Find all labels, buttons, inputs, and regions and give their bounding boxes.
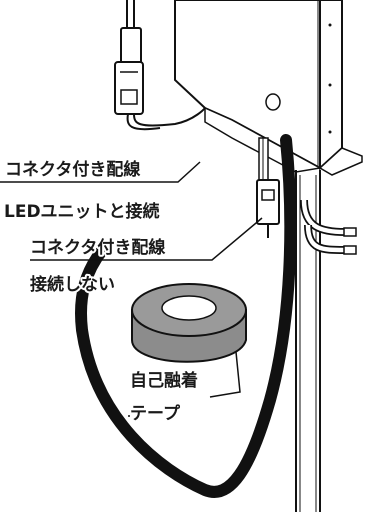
label-connector-wire-1: コネクタ付き配線 xyxy=(5,159,140,180)
connector-wire-2 xyxy=(256,137,280,238)
label-tape-line2: テープ xyxy=(130,403,181,424)
callout-lines xyxy=(0,161,263,417)
power-cable xyxy=(75,134,297,498)
connector-wire-1 xyxy=(114,0,206,131)
fixture-housing xyxy=(174,0,363,176)
label-tape-line1: 自己融着 xyxy=(130,370,198,391)
label-no-connect: 接続しない xyxy=(30,274,115,295)
label-connect-led: LEDユニットと接続 xyxy=(4,201,160,222)
label-connector-wire-2: コネクタ付き配線 xyxy=(30,237,165,258)
supply-wires xyxy=(300,199,357,255)
self-fusing-tape xyxy=(131,283,247,363)
mounting-hole xyxy=(265,93,281,111)
